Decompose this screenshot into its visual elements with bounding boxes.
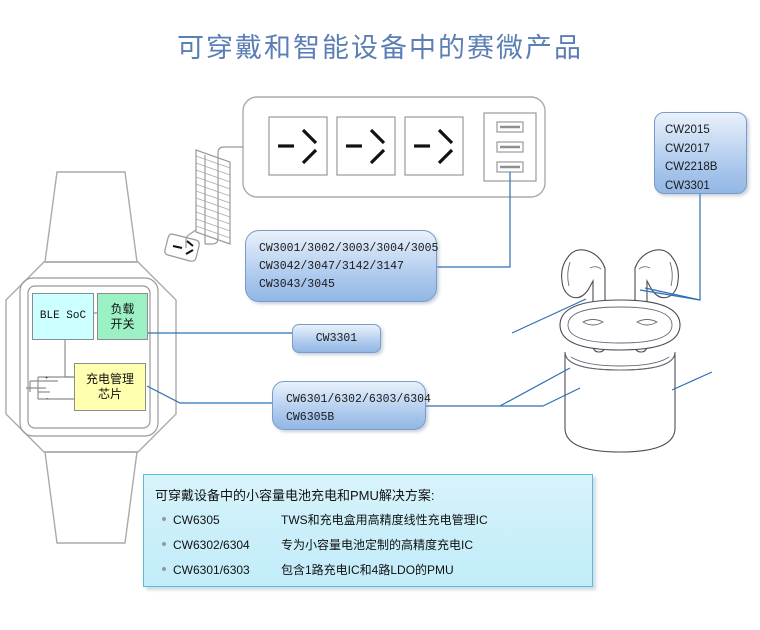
callout-top-right-line-3: CW2218B bbox=[665, 161, 718, 174]
info-box-item: CW6302/6304 专为小容量电池定制的高精度充电IC bbox=[162, 536, 592, 553]
charge-manager-label-line1: 充电管理 bbox=[85, 372, 134, 386]
watch-block-load-switch: 负载 开关 bbox=[97, 293, 148, 340]
info-box-item-code: CW6305 bbox=[173, 513, 220, 527]
connector-lines bbox=[146, 172, 713, 407]
load-switch-label-line1: 负载 bbox=[110, 301, 135, 316]
bullet-dot-icon bbox=[162, 517, 166, 521]
callout-charger-line-1: CW6301/6302/6303/6304 bbox=[286, 393, 431, 406]
info-box-item-desc: TWS和充电盒用高精度线性充电管理IC bbox=[281, 513, 488, 527]
page-title: 可穿戴和智能设备中的赛微产品 bbox=[177, 33, 583, 63]
callout-top-right-line-1: CW2015 bbox=[665, 124, 710, 136]
watch-internal-wiring: + - bbox=[26, 312, 97, 402]
callout-power-strip-line-2: CW3042/3047/3142/3147 bbox=[259, 259, 404, 273]
info-box-item: CW6301/6303 包含1路充电IC和4路LDO的PMU bbox=[162, 561, 592, 578]
info-box-item-desc: 包含1路充电IC和4路LDO的PMU bbox=[281, 563, 454, 577]
info-box-item: CW6305 TWS和充电盒用高精度线性充电管理IC bbox=[162, 511, 592, 528]
watch-body-outline bbox=[5, 171, 177, 544]
svg-text:+: + bbox=[45, 376, 49, 382]
svg-text:-: - bbox=[46, 396, 48, 402]
bullet-dot-icon bbox=[162, 542, 166, 546]
callout-top-right-line-2: CW2017 bbox=[665, 142, 710, 155]
info-box-heading: 可穿戴设备中的小容量电池充电和PMU解决方案: bbox=[155, 488, 435, 503]
usb-ports bbox=[496, 121, 524, 173]
callout-top-right: CW2015 CW2017 CW2218B CW3301 bbox=[654, 112, 747, 194]
callout-power-strip: CW3001/3002/3003/3004/3005 CW3042/3047/3… bbox=[245, 230, 439, 302]
info-box-item-code: CW6301/6303 bbox=[173, 563, 250, 577]
info-box-item-code: CW6302/6304 bbox=[173, 538, 250, 552]
charge-manager-label-line2: 芯片 bbox=[97, 387, 122, 401]
callout-power-strip-line-1: CW3001/3002/3003/3004/3005 bbox=[259, 242, 439, 255]
watch-block-ble-soc: BLE SoC bbox=[32, 293, 94, 340]
bullet-dot-icon bbox=[162, 567, 166, 571]
watch-block-charge-manager: 充电管理 芯片 bbox=[74, 363, 146, 411]
callout-top-right-line-4: CW3301 bbox=[665, 179, 710, 192]
earbuds-drawing bbox=[559, 249, 681, 453]
callout-charger: CW6301/6302/6303/6304 CW6305B bbox=[272, 381, 431, 430]
solution-info-box: 可穿戴设备中的小容量电池充电和PMU解决方案: CW6305 TWS和充电盒用高… bbox=[143, 474, 593, 587]
coiled-cable bbox=[195, 149, 231, 245]
callout-load-switch: CW3301 bbox=[292, 324, 381, 353]
info-box-item-desc: 专为小容量电池定制的高精度充电IC bbox=[281, 538, 474, 552]
callout-power-strip-line-3: CW3043/3045 bbox=[259, 277, 335, 291]
load-switch-label-line2: 开关 bbox=[110, 316, 135, 331]
ble-soc-label: BLE SoC bbox=[39, 309, 87, 322]
callout-charger-line-2: CW6305B bbox=[286, 410, 335, 424]
callout-load-switch-line-1: CW3301 bbox=[315, 332, 358, 345]
